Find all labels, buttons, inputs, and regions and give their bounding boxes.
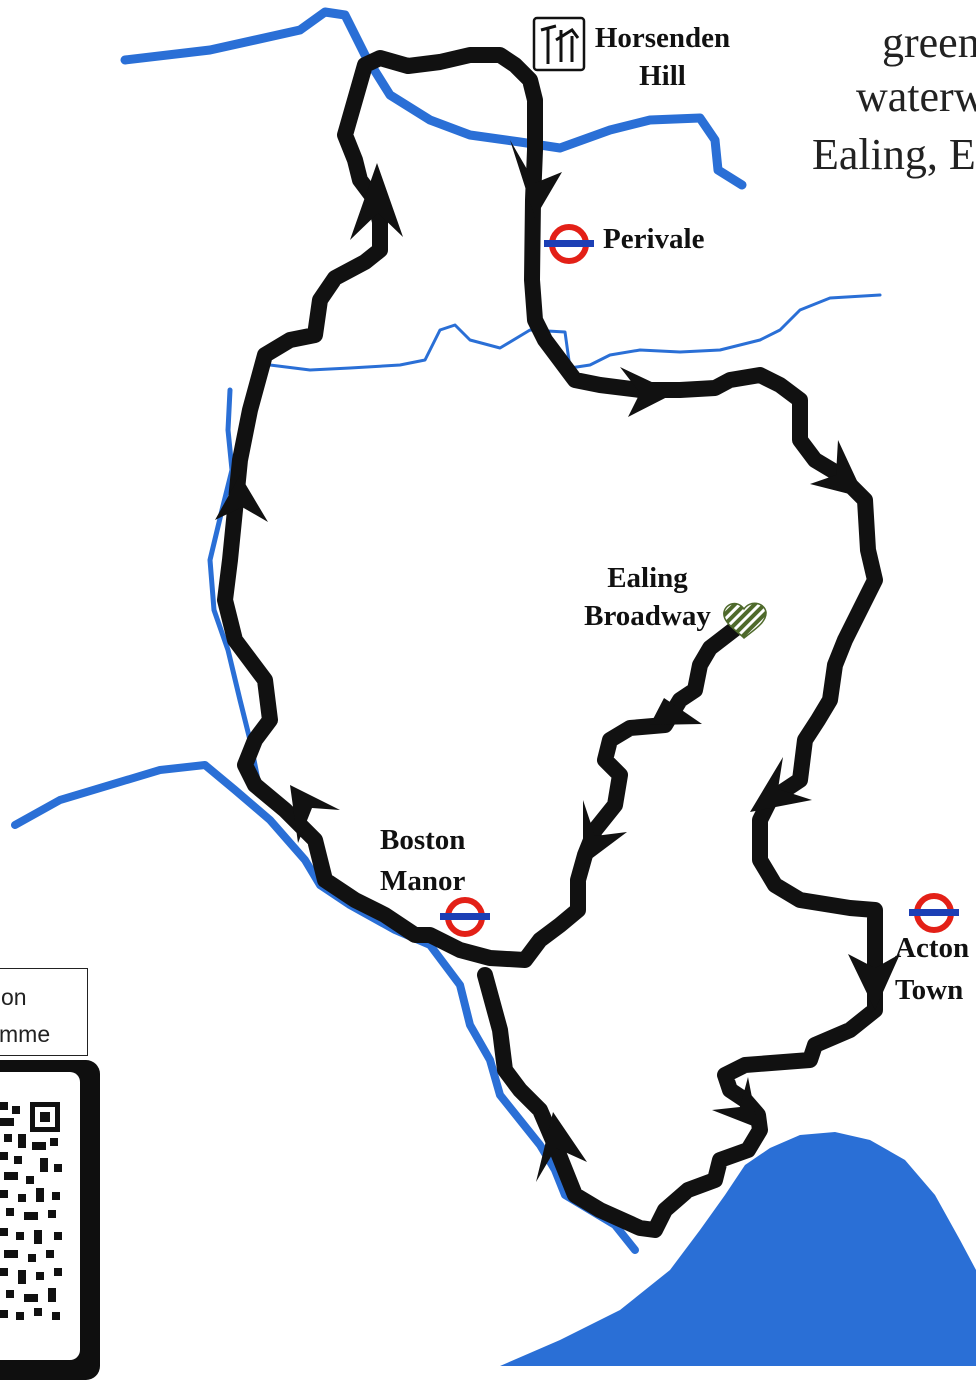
direction-arrow-icon <box>290 785 340 843</box>
direction-arrow-icon <box>510 140 562 218</box>
label-line: Ealing <box>607 562 688 594</box>
roundel-acton-town <box>909 893 959 933</box>
river-brent <box>11 761 639 1254</box>
canal-north <box>120 7 747 190</box>
intro-line-3: Ealing, E <box>812 130 976 179</box>
direction-arrow-icon <box>583 800 627 865</box>
stream-northwest <box>207 387 261 783</box>
label-horsenden-hill: Horsenden Hill <box>585 19 740 95</box>
direction-arrow-icon <box>712 1077 758 1128</box>
walk-route <box>217 47 883 1238</box>
info-box: on mme <box>0 968 88 1056</box>
direction-arrow-icon <box>536 1112 587 1182</box>
label-line: Manor <box>380 865 466 897</box>
qr-code-icon <box>0 1102 62 1320</box>
label-acton-town: Acton Town <box>895 927 969 1011</box>
route-outer-loop <box>217 47 883 1238</box>
direction-arrow-icon <box>215 475 268 522</box>
intro-line-2: waterw <box>856 72 976 121</box>
waterways <box>11 7 882 1254</box>
label-line: Perivale <box>603 223 705 255</box>
stream-central <box>268 293 882 372</box>
label-line: Town <box>895 974 964 1006</box>
intro-line-1: green <box>882 18 976 67</box>
roundel-boston-manor <box>440 897 490 937</box>
info-line: mme <box>0 1021 51 1047</box>
direction-arrow-icon <box>620 367 675 417</box>
info-line: on <box>1 984 27 1010</box>
direction-arrow-icon <box>650 698 702 725</box>
label-line: Broadway <box>584 600 711 632</box>
river-thames <box>500 1132 976 1366</box>
qr-card[interactable] <box>0 1060 100 1380</box>
direction-arrows <box>215 140 900 1182</box>
direction-arrow-icon <box>350 163 403 240</box>
start-heart-icon <box>723 602 767 640</box>
label-line: Hill <box>639 60 686 92</box>
label-ealing-broadway: Ealing Broadway <box>575 559 720 635</box>
label-line: Horsenden <box>594 22 731 54</box>
label-line: Boston <box>380 824 466 856</box>
label-boston-manor: Boston Manor <box>380 820 465 902</box>
direction-arrow-icon <box>750 757 812 812</box>
direction-arrow-icon <box>810 440 865 498</box>
qr-frame <box>0 1072 80 1360</box>
roundel-perivale <box>544 224 594 264</box>
direction-arrow-icon <box>848 954 900 1010</box>
hill-signpost-icon <box>532 16 586 72</box>
label-line: Acton <box>895 932 970 964</box>
label-perivale: Perivale <box>603 220 704 258</box>
